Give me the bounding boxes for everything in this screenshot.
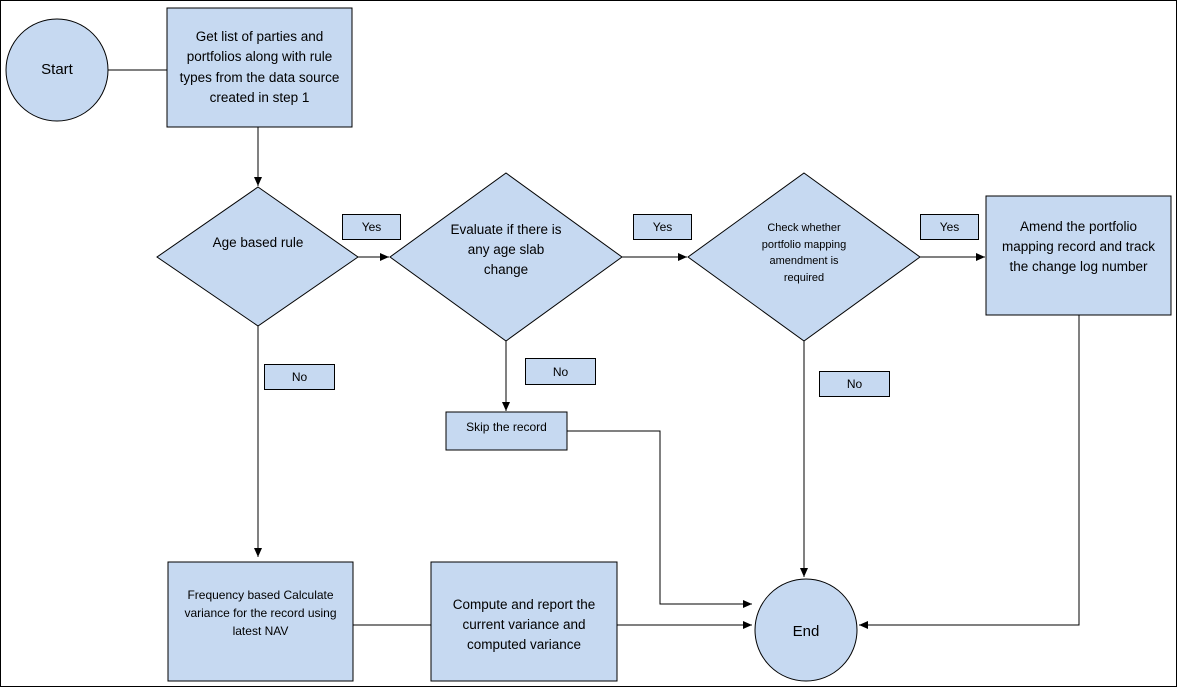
no-label-evaluate: No [525, 358, 596, 385]
get-list-label: Get list of parties and portfolios along… [179, 29, 340, 105]
evaluate-label: Evaluate if there is any age slab change [450, 221, 562, 278]
frequency-step [167, 561, 354, 682]
start-label: Start [41, 60, 73, 78]
yes-label-age-rule: Yes [342, 214, 401, 240]
age-rule-label: Age based rule [212, 234, 304, 250]
yes-label-check: Yes [920, 214, 979, 240]
compute-label: Compute and report the current variance … [452, 596, 596, 653]
yes-label-evaluate: Yes [633, 214, 692, 240]
frequency-label: Frequency based Calculate variance for t… [184, 588, 337, 638]
no-label-age-rule: No [264, 364, 335, 390]
skip-step [445, 411, 568, 451]
amend-to-end-arrow [859, 315, 1080, 629]
amend-label: Amend the portfolio mapping record and t… [1001, 218, 1156, 275]
amend-step [985, 195, 1172, 316]
check-label: Check whether portfolio mapping amendmen… [761, 222, 847, 284]
no-label-check: No [819, 371, 890, 397]
end-label: End [792, 622, 820, 640]
compute-step [430, 561, 618, 682]
skip-to-end-arrow [567, 430, 752, 608]
skip-label: Skip the record [466, 420, 547, 434]
get-list-step [166, 7, 353, 128]
end-node [754, 578, 858, 682]
